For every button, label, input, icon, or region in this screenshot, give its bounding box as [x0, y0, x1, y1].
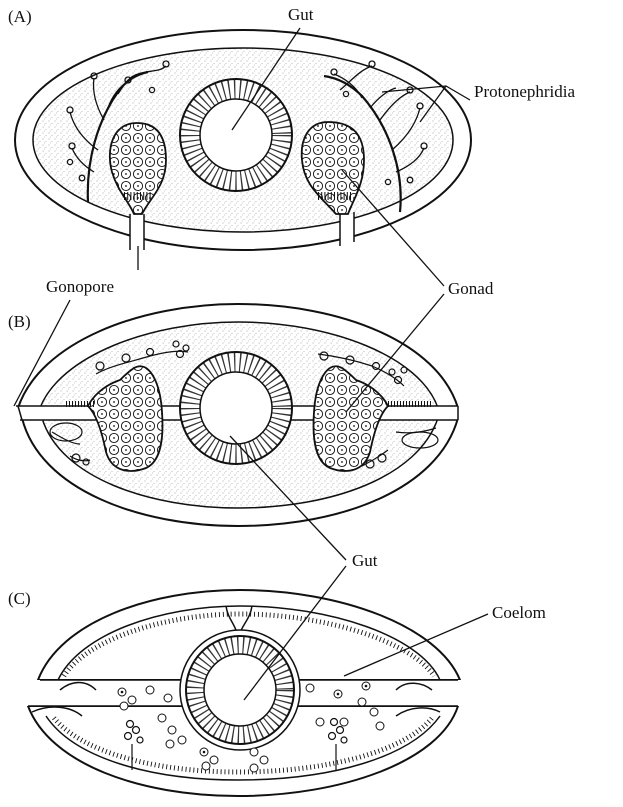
panel-c: (C)	[8, 589, 470, 796]
panel-a-letter: (A)	[8, 7, 32, 26]
gut-c	[180, 630, 300, 750]
label-protonephridia: Protonephridia	[474, 82, 575, 101]
label-gut-a: Gut	[288, 5, 314, 24]
panel-a: (A)	[8, 7, 471, 254]
gonopore-gap-left-a	[130, 214, 144, 254]
gonopore-gap-right-a	[340, 214, 354, 250]
panel-c-letter: (C)	[8, 589, 31, 608]
label-gonopore: Gonopore	[46, 277, 114, 296]
panel-b: (B)	[8, 304, 470, 526]
label-coelom: Coelom	[492, 603, 546, 622]
panel-b-letter: (B)	[8, 312, 31, 331]
label-gonad: Gonad	[448, 279, 494, 298]
label-gut-bc: Gut	[352, 551, 378, 570]
gut-a	[180, 79, 292, 191]
gut-b	[180, 352, 292, 464]
